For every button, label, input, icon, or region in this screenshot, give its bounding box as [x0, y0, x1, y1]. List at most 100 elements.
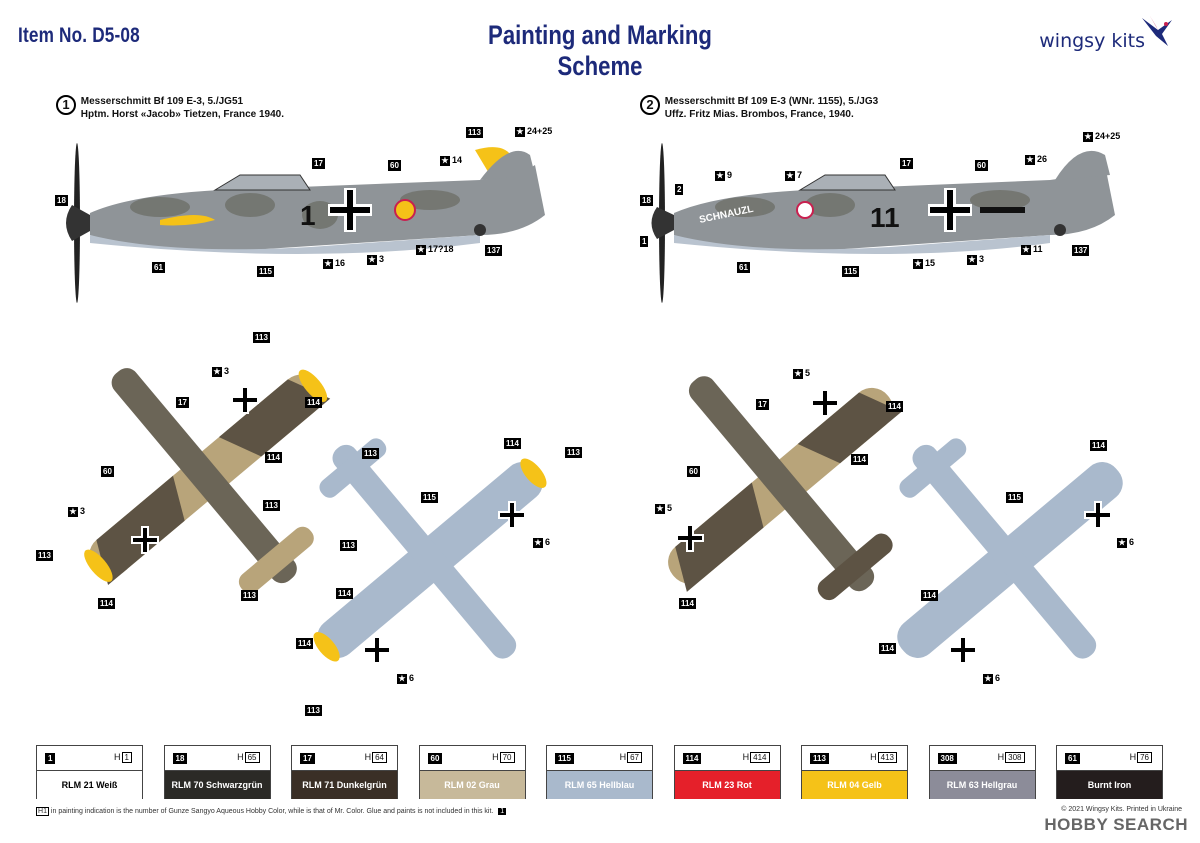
page-title: Painting and Marking Scheme [488, 20, 712, 81]
callout-113: 113 [253, 332, 270, 343]
svg-text:11: 11 [870, 202, 900, 233]
callout-115: 115 [257, 266, 274, 277]
callout-115: 115 [842, 266, 859, 277]
decal-star-icon: ★ [967, 254, 977, 265]
decal-star-icon: ★ [715, 170, 725, 181]
callout-5: 5 [805, 368, 811, 378]
callout-114: 114 [504, 438, 521, 449]
callout-114: 114 [851, 454, 868, 465]
callout-113: 113 [466, 127, 483, 138]
scheme-2-aircraft: Messerschmitt Bf 109 E-3 (WNr. 1155), 5.… [664, 96, 879, 107]
lower-fuselage [90, 235, 480, 254]
brand-name: wingsy kits [1039, 30, 1145, 52]
paint-name: RLM 23 Rot [674, 771, 780, 799]
callout-11: 11 [1033, 244, 1043, 254]
callout-114: 114 [1090, 440, 1107, 451]
callout-113: 113 [362, 448, 379, 459]
paint-name: RLM 04 Gelb [802, 771, 907, 799]
callout-17: 17 [176, 397, 189, 408]
callout-18: 18 [55, 195, 68, 206]
footnote-mr-color-box: 1 [498, 808, 507, 815]
callout-7: 7 [797, 170, 803, 180]
decal-star-icon: ★ [1083, 131, 1093, 142]
callout-24-25: 24+25 [527, 126, 553, 136]
decal-star-icon: ★ [785, 170, 795, 181]
decal-star-icon: ★ [440, 155, 450, 166]
mr-color-code: 61 [1065, 753, 1080, 764]
decal-star-icon: ★ [983, 673, 993, 684]
callout-60: 60 [687, 466, 700, 477]
callout-137: 137 [1072, 245, 1090, 256]
decal-star-icon: ★ [793, 368, 803, 379]
callout-5: 5 [667, 503, 673, 513]
callout-6: 6 [409, 673, 415, 683]
mr-color-code: 1 [45, 753, 56, 764]
callout-61: 61 [737, 262, 750, 273]
mr-color-code: 60 [427, 753, 443, 764]
decal-star-icon: ★ [533, 537, 543, 548]
callout-17: 17 [756, 399, 769, 410]
hummingbird-logo-icon [1142, 16, 1172, 46]
callout-60: 60 [975, 160, 988, 171]
scheme-2-pilot: Uffz. Fritz Mias. Brombos, France, 1940. [664, 109, 854, 120]
callout-2: 2 [675, 184, 684, 195]
paint-name: RLM 21 Weiß [37, 771, 142, 799]
callout-114: 114 [921, 590, 938, 601]
paint-name: RLM 70 Schwarzgrün [164, 771, 270, 799]
callout-16: 16 [335, 258, 346, 268]
callout-60: 60 [101, 466, 114, 477]
scheme-1-caption: 1 Messerschmitt Bf 109 E-3, 5./JG51 Hptm… [56, 95, 284, 121]
callout-113: 113 [305, 705, 322, 716]
callout-6: 6 [1129, 537, 1135, 547]
callout-114: 114 [98, 598, 115, 609]
callout-9: 9 [727, 170, 733, 180]
callout-115: 115 [1006, 492, 1023, 503]
mr-color-code: 113 [810, 753, 829, 764]
callout-113: 113 [36, 550, 53, 561]
callout-61: 61 [152, 262, 165, 273]
callout-137: 137 [485, 245, 503, 256]
scheme-2-side-view: SCHNAUZL 11 [651, 143, 1115, 303]
scheme-2-top-view [668, 376, 902, 601]
paint-name: RLM 71 Dunkelgrün [292, 771, 397, 799]
decal-star-icon: ★ [212, 366, 222, 377]
callout-24-25: 24+25 [1095, 131, 1121, 141]
callout-3: 3 [224, 366, 230, 376]
decal-star-icon: ★ [68, 506, 78, 517]
callout-113: 113 [340, 540, 357, 551]
callout-17: 17 [900, 158, 913, 169]
paint-name: RLM 65 Hellblau [547, 771, 652, 799]
mr-color-code: 115 [555, 753, 574, 764]
decal-star-icon: ★ [416, 244, 426, 255]
mr-color-code: 18 [172, 753, 188, 764]
mr-color-code: 17 [300, 753, 315, 764]
callout-3: 3 [979, 254, 985, 264]
callout-6: 6 [545, 537, 551, 547]
scheme-1-number: 1 [56, 95, 76, 115]
fuselage [674, 165, 1115, 251]
callout-26: 26 [1037, 154, 1048, 164]
spinner [651, 207, 674, 239]
callout-113: 113 [241, 590, 258, 601]
callout-14: 14 [452, 155, 463, 165]
mr-color-code: 308 [937, 753, 957, 764]
decal-star-icon: ★ [1117, 537, 1127, 548]
watermark: HOBBY SEARCH [1044, 815, 1188, 834]
scheme-2-number: 2 [640, 95, 660, 115]
copyright: © 2021 Wingsy Kits. Printed in Ukraine [1061, 806, 1182, 813]
decal-star-icon: ★ [397, 673, 407, 684]
